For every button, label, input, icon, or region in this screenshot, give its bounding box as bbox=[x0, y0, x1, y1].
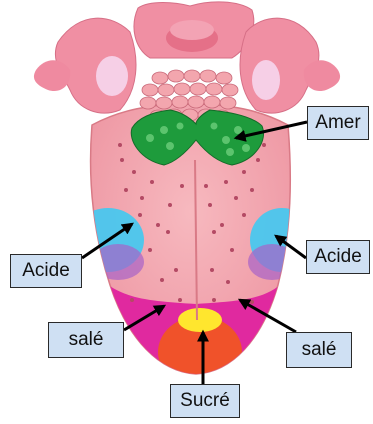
label-sucre: Sucré bbox=[170, 384, 240, 418]
label-sale-left: salé bbox=[48, 322, 124, 358]
label-acide-left: Acide bbox=[10, 254, 82, 288]
pharynx bbox=[34, 2, 340, 113]
tongue-body bbox=[72, 70, 314, 419]
label-acide-right: Acide bbox=[306, 240, 370, 274]
label-sale-right: salé bbox=[286, 332, 352, 368]
label-amer: Amer bbox=[307, 106, 369, 140]
